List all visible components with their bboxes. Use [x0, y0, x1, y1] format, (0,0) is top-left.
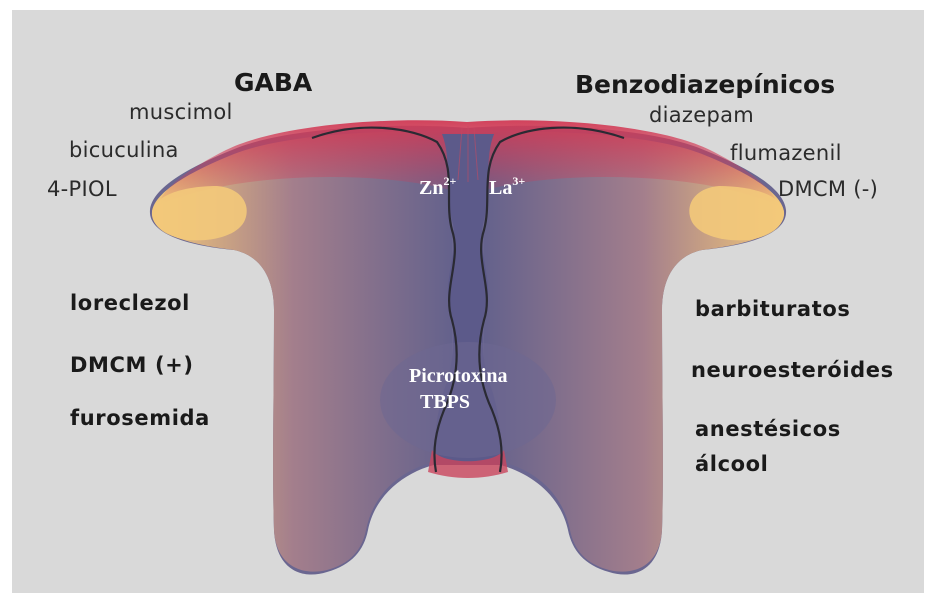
agonist-muscimol: muscimol: [129, 102, 233, 123]
antagonist-bicuculina: bicuculina: [69, 140, 179, 161]
modulator-anestesicos: anestésicos: [695, 419, 841, 440]
modulator-loreclezol: loreclezol: [70, 293, 190, 314]
modulator-furosemida: furosemida: [70, 408, 210, 429]
partial-agonist-4-piol: 4-PIOL: [47, 179, 117, 200]
pore-site-picrotoxina: Picrotoxina: [409, 366, 508, 386]
benzo-dmcm-negative: DMCM (-): [778, 179, 878, 200]
gaba-heading: GABA: [234, 70, 312, 95]
benzo-diazepam: diazepam: [649, 105, 754, 126]
lanthanum-ion-site: La3+: [489, 178, 525, 198]
modulator-barbituratos: barbituratos: [695, 299, 850, 320]
modulator-dmcm-positive: DMCM (+): [70, 355, 194, 376]
benzodiazepine-heading: Benzodiazepínicos: [575, 72, 835, 97]
pore-site-tbps: TBPS: [420, 392, 470, 412]
modulator-alcool: álcool: [695, 454, 768, 475]
modulator-neuroesteroides: neuroesteróides: [691, 360, 894, 381]
diagram-panel: GABA muscimol bicuculina 4-PIOL Benzodia…: [12, 10, 924, 593]
zinc-ion-site: Zn2+: [419, 178, 456, 198]
benzo-flumazenil: flumazenil: [730, 143, 842, 164]
